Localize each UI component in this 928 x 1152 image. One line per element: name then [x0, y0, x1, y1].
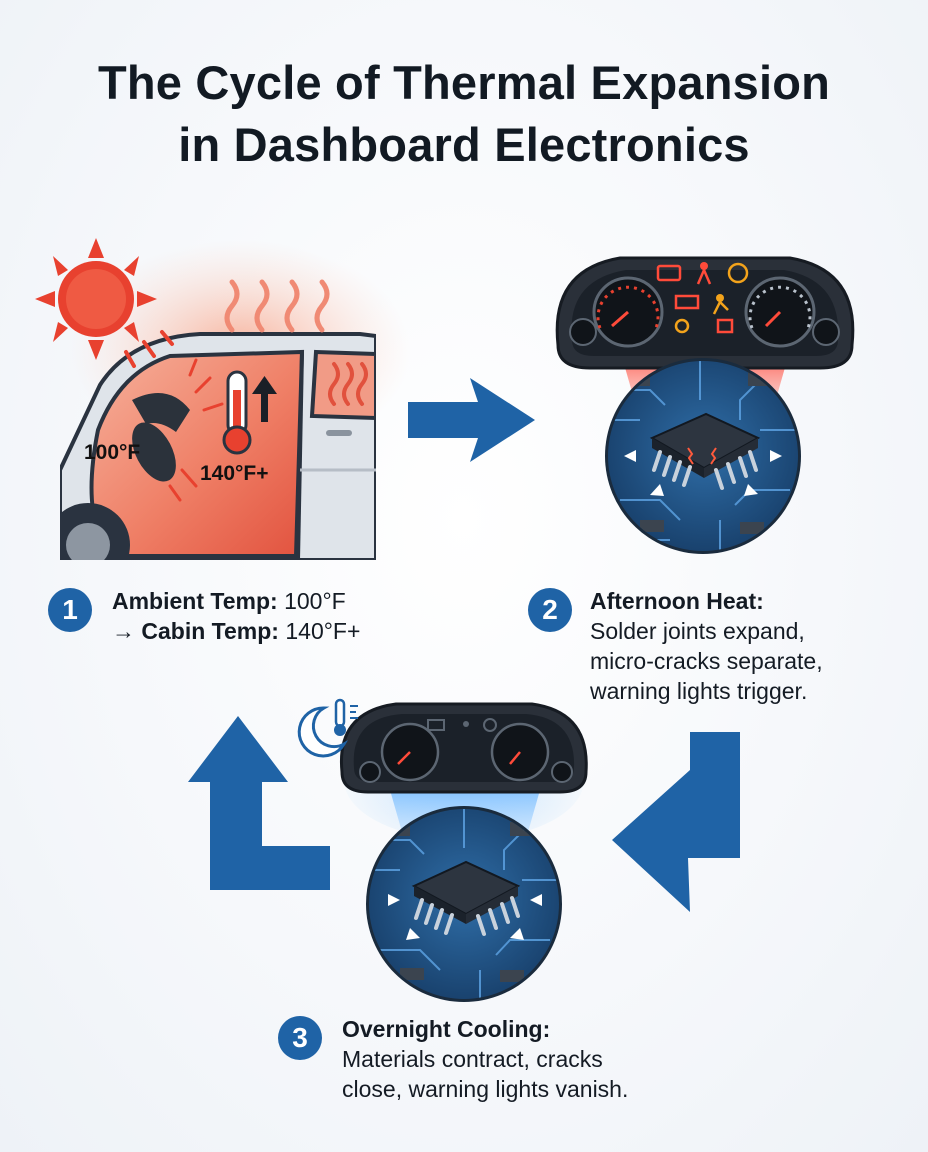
step-3-line-1: Materials contract, cracks — [342, 1046, 603, 1072]
arrow-glyph: → — [112, 618, 142, 644]
step-2-line-2: micro-cracks separate, — [590, 648, 823, 674]
step-2-badge: 2 — [528, 588, 572, 632]
ambient-temp-label: Ambient Temp: — [112, 588, 278, 614]
up-arrow-icon — [252, 376, 277, 422]
title-line-2: in Dashboard Electronics — [178, 118, 750, 171]
step-1-text: Ambient Temp: 100°F → Cabin Temp: 140°F+ — [112, 586, 360, 646]
step-3-line-2: close, warning lights vanish. — [342, 1076, 629, 1102]
sun-icon — [35, 238, 174, 368]
thermometer-icon — [222, 370, 252, 455]
hot-car-scene: 100°F 140°F+ — [35, 238, 410, 560]
outside-temp-label: 100°F — [84, 441, 140, 464]
airbag-icon — [712, 294, 729, 315]
heat-waves-icon — [224, 279, 330, 333]
step-3-heading: Overnight Cooling: — [342, 1016, 551, 1042]
flow-arrow-right — [408, 378, 535, 462]
step-2-text: Afternoon Heat: Solder joints expand, mi… — [590, 586, 823, 706]
step-3-badge: 3 — [278, 1016, 322, 1060]
contracting-circuit-board — [366, 806, 562, 1002]
step-2-line-3: warning lights trigger. — [590, 678, 808, 704]
step-1-badge: 1 — [48, 588, 92, 632]
step-2-line-1: Solder joints expand, — [590, 618, 805, 644]
cabin-temp-heading: Cabin Temp: — [141, 618, 279, 644]
ambient-temp-value: 100°F — [277, 588, 346, 614]
step-1-line-2: → Cabin Temp: 140°F+ — [112, 616, 360, 646]
cabin-temp-value: 140°F+ — [278, 618, 361, 644]
page-title: The Cycle of Thermal Expansion in Dashbo… — [0, 52, 928, 176]
cabin-temp-label: 140°F+ — [200, 462, 269, 485]
seatbelt-icon — [696, 262, 712, 285]
flow-arrow-up — [188, 716, 330, 890]
expanding-circuit-board — [605, 358, 801, 554]
check-engine-icon — [656, 264, 682, 282]
cool-instrument-cluster — [339, 702, 588, 860]
flow-arrow-down-left — [612, 732, 740, 912]
step-3-text: Overnight Cooling: Materials contract, c… — [342, 1014, 628, 1104]
battery-icon — [674, 294, 700, 310]
moon-icon — [297, 698, 358, 758]
step-2-heading: Afternoon Heat: — [590, 588, 764, 614]
step-1-line-1: Ambient Temp: 100°F — [112, 586, 360, 616]
title-line-1: The Cycle of Thermal Expansion — [97, 56, 831, 109]
